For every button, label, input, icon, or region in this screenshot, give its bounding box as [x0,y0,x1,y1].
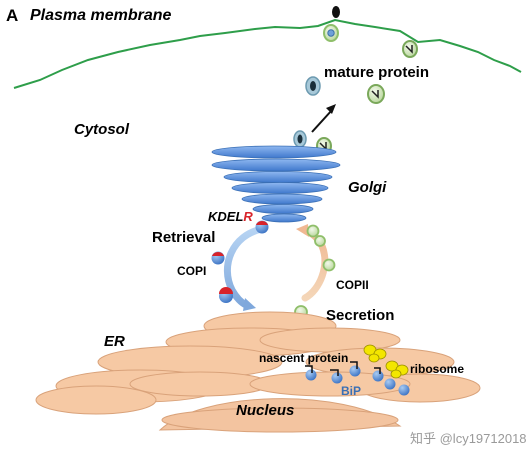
plasma-membrane-line [13,18,522,89]
ribosome-label: ribosome [410,362,465,376]
golgi-label: Golgi [348,179,387,196]
kdel-receptor-golgi [255,220,269,234]
mature-protein-dark-vesicle [305,76,321,96]
er-label: ER [104,333,125,350]
kdel-receptor-label: KDELR [208,209,253,224]
golgi-exit-dark-vesicle [293,130,307,148]
nucleus-label: Nucleus [236,402,295,419]
membrane-cargo-top [332,6,340,18]
copii-vesicle-top-1 [306,224,320,238]
copi-label: COPI [177,264,207,278]
cytosol-label: Cytosol [74,121,130,138]
nucleus [158,398,402,433]
bip-chaperones [305,365,410,396]
golgi-stack [211,145,341,223]
bip-label: BiP [341,384,362,398]
membrane-vesicle-1 [323,24,339,42]
secretion-label: Secretion [326,307,395,324]
kdel-label-prefix: KDEL [208,209,244,224]
mature-protein-label: mature protein [324,64,430,81]
watermark: 知乎 @lcy19712018 [410,431,527,446]
retrieval-label: Retrieval [152,229,216,246]
copii-vesicle-side [322,258,336,272]
membrane-vesicle-2 [402,40,418,58]
nascent-protein-chains [305,361,381,376]
export-arrow [311,104,336,133]
panel-label: A [6,6,19,25]
mature-protein-ring-vesicle [367,84,385,104]
plasma-membrane-label: Plasma membrane [30,7,172,24]
copi-vesicle-2 [219,287,233,303]
ribosomes [363,344,409,379]
kdel-label-r: R [243,209,253,224]
copii-label: COPII [336,278,369,292]
retrieval-arrow [224,225,266,311]
copii-vesicle-top-2 [314,235,326,247]
nascent-protein-label: nascent protein [259,351,349,365]
er-sheets [35,311,481,415]
copi-vesicle-1 [211,251,225,265]
